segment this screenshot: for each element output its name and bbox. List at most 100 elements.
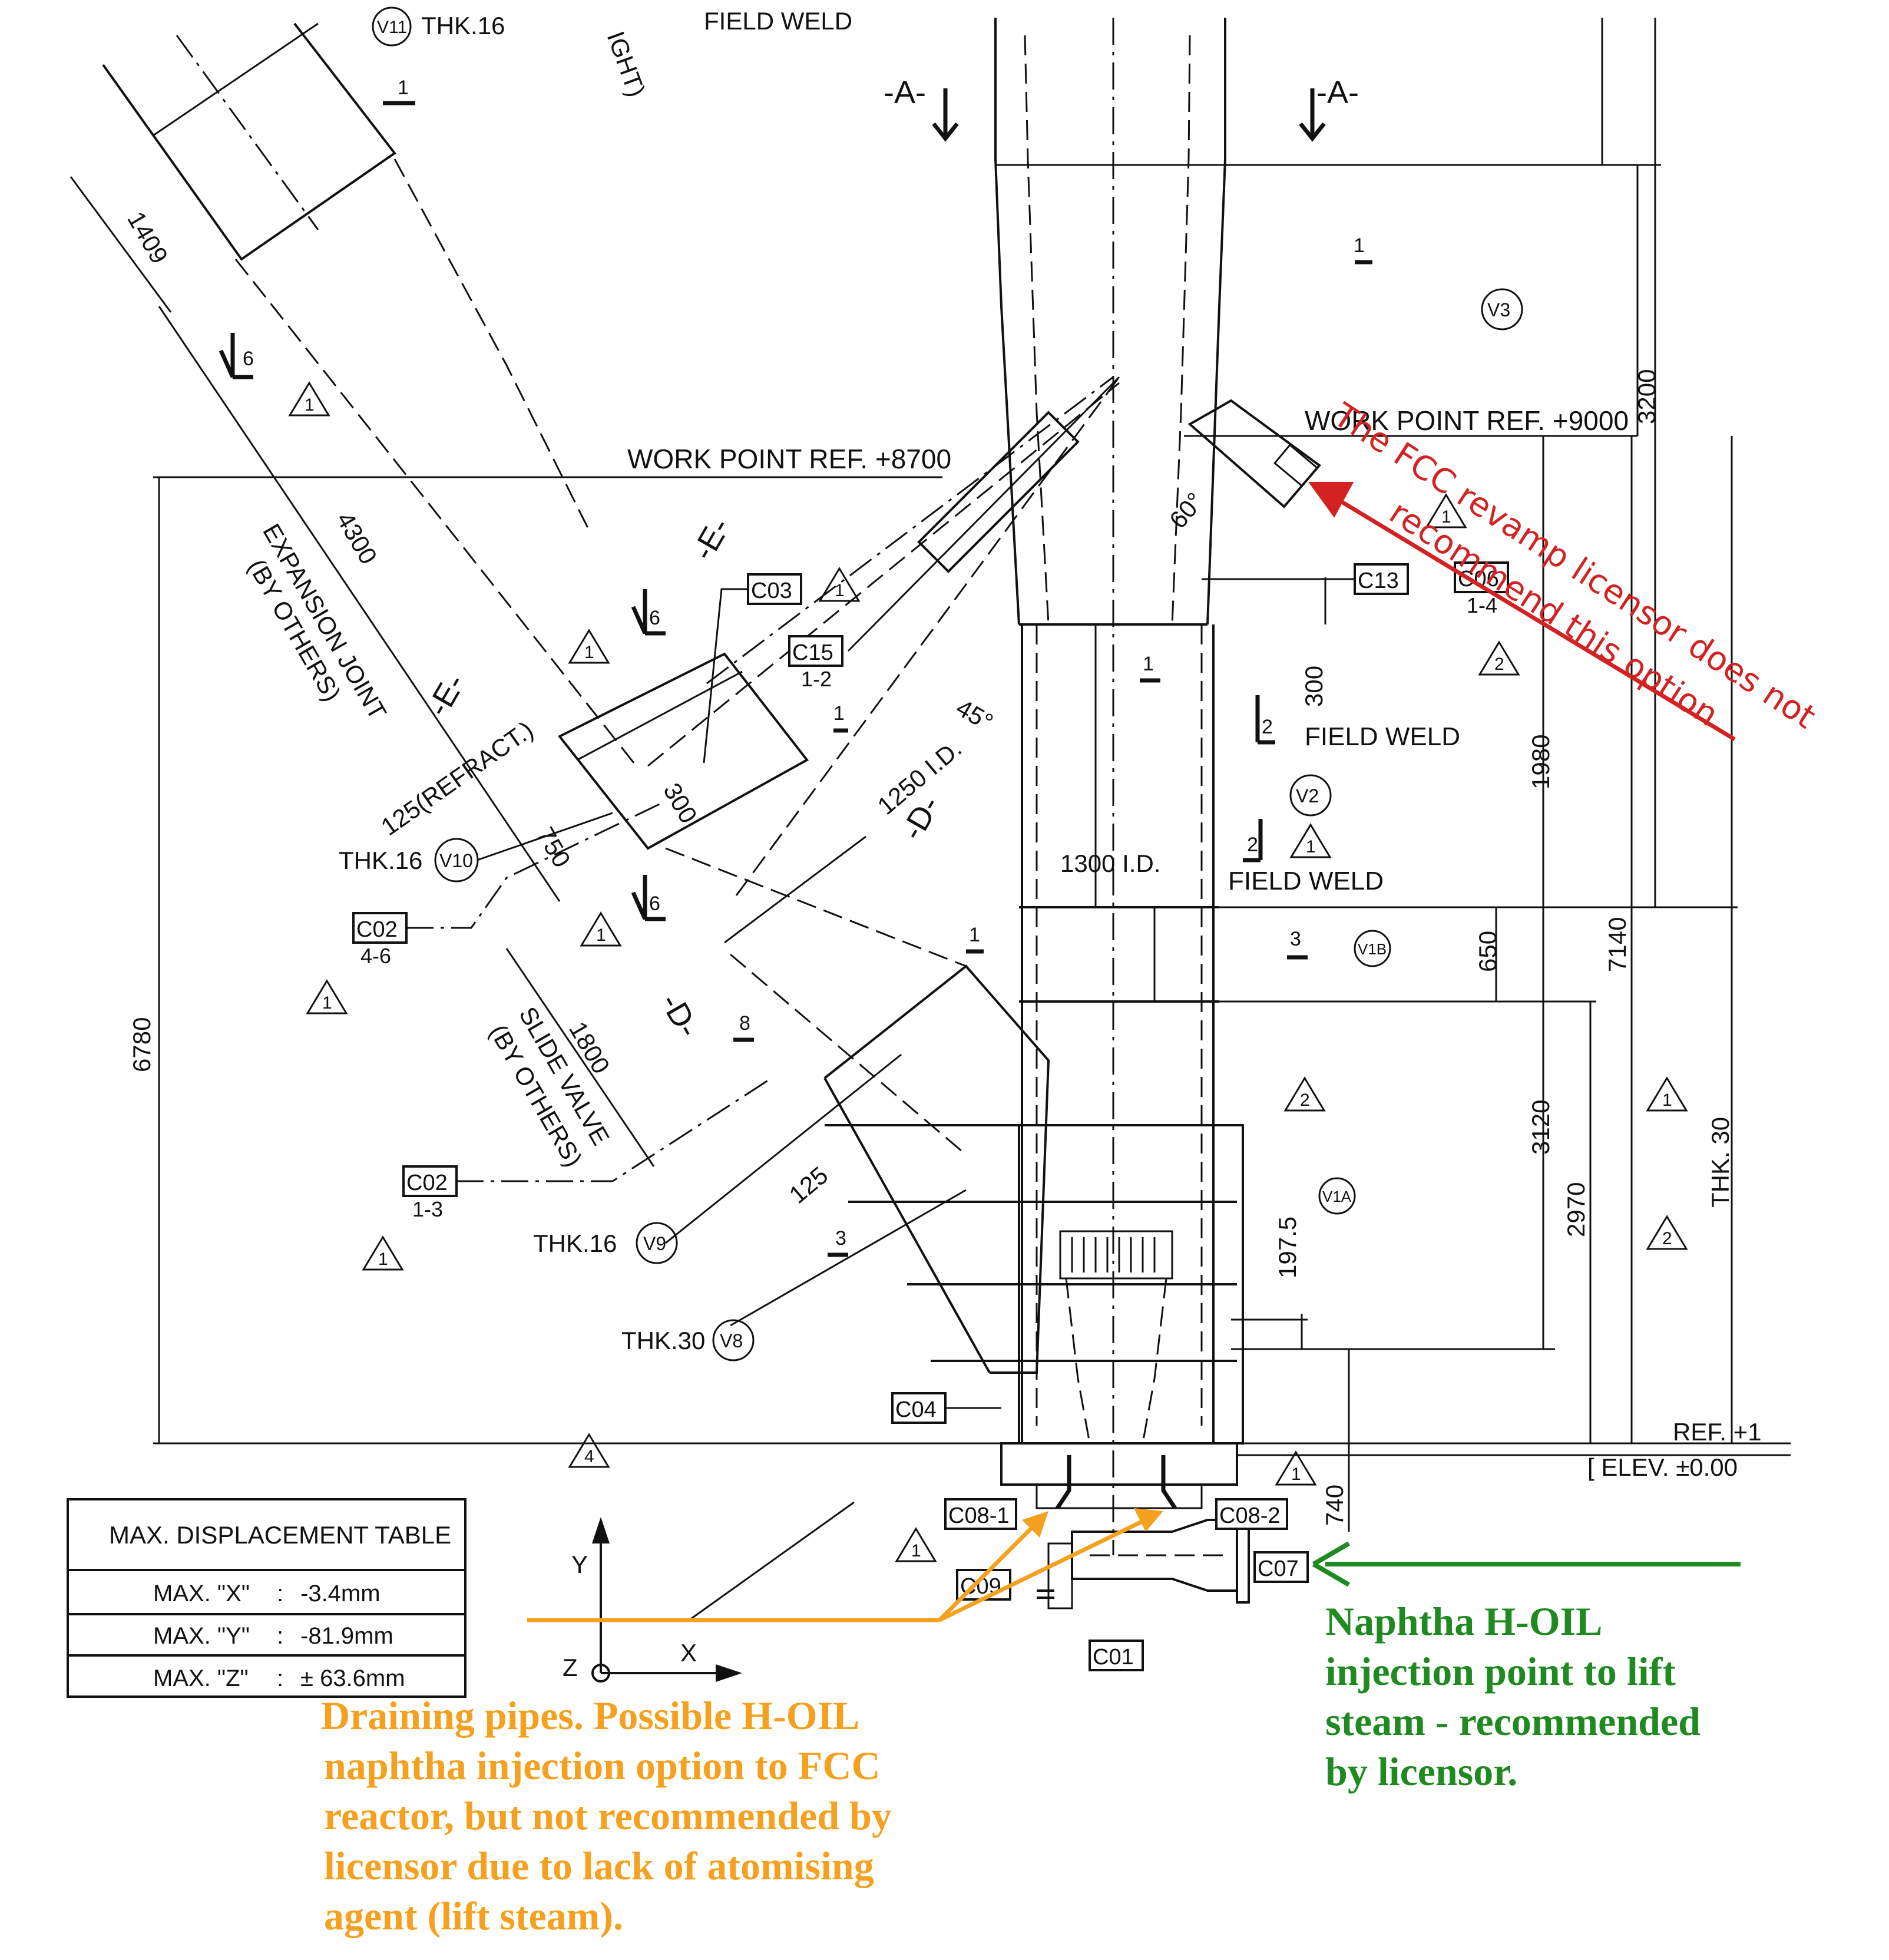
orange-note-line-2: naphtha injection option to FCC: [324, 1743, 881, 1788]
rev-triangle-3: 1: [818, 567, 861, 602]
tag-v9: V9: [643, 1233, 666, 1254]
row-y-sep: :: [277, 1623, 283, 1649]
svg-text:1: 1: [1306, 837, 1316, 857]
tag-c02b-sub: 1-3: [412, 1197, 443, 1221]
dim-4300: 4300: [331, 507, 382, 569]
tag-c15-sub: 1-2: [801, 667, 832, 691]
dim-6780: 6780: [128, 1017, 156, 1072]
section-e-top: -E-: [685, 512, 737, 566]
svg-text:1: 1: [596, 926, 606, 945]
work-point-8700: WORK POINT REF. +8700: [627, 444, 951, 474]
platform-lines: [825, 1124, 1237, 1362]
rev-triangle-5: 1: [306, 979, 348, 1014]
dim-650: 650: [1474, 931, 1501, 972]
dimension-lines: [70, 18, 1791, 1532]
weld-flag-3a: 3: [1290, 928, 1301, 950]
thk16-top: THK.16: [421, 12, 505, 39]
tag-c02a-sub: 4-6: [360, 944, 391, 968]
field-weld-1: FIELD WELD: [1305, 722, 1460, 751]
svg-text:1: 1: [1291, 1465, 1301, 1484]
rev-triangle-8: 1: [1646, 1076, 1688, 1112]
weld-flag-1a: 1: [398, 77, 409, 99]
svg-text:1: 1: [911, 1541, 921, 1561]
svg-text:1: 1: [322, 993, 332, 1013]
green-note-line-4: by licensor.: [1325, 1749, 1517, 1794]
row-z-sep: :: [277, 1665, 283, 1691]
orange-note-line-4: licensor due to lack of atomising: [324, 1843, 874, 1888]
weld-flag-3b: 3: [835, 1227, 846, 1250]
weld-flag-8: 8: [739, 1012, 750, 1034]
svg-text:2: 2: [1300, 1090, 1310, 1110]
svg-text:1: 1: [378, 1250, 388, 1269]
row-z-value: ± 63.6mm: [300, 1665, 405, 1691]
dim-7140: 7140: [1603, 917, 1631, 972]
dim-3120: 3120: [1527, 1100, 1554, 1155]
inclined-nozzles: [917, 399, 1321, 573]
row-y-axis: MAX. "Y": [153, 1623, 250, 1649]
rev-triangle-4: 1: [580, 911, 622, 947]
section-a-left: -A-: [884, 75, 926, 110]
rev-triangle-2: 1: [568, 629, 610, 664]
thk30-right: THK. 30: [1706, 1117, 1734, 1208]
angle-60: 60°: [1164, 487, 1209, 534]
dim-125: 125: [784, 1161, 833, 1209]
rev-triangle-9: 1: [1275, 1450, 1317, 1486]
displacement-table: MAX. DISPLACEMENT TABLE MAX. "X" : -3.4m…: [67, 1498, 467, 1698]
tag-c15: C15: [792, 640, 833, 665]
weld-flag-6c: 6: [649, 893, 660, 915]
tag-c03: C03: [751, 579, 792, 603]
section-d-left: -D-: [654, 987, 706, 1043]
svg-text:2: 2: [1494, 655, 1504, 674]
tag-c08-1: C08-1: [948, 1503, 1010, 1528]
tag-c06-sub: 1-4: [1467, 593, 1497, 617]
dim-2970: 2970: [1562, 1182, 1590, 1237]
green-note-line-1: Naphtha H-OIL: [1325, 1599, 1602, 1644]
tag-v3: V3: [1487, 299, 1510, 320]
section-a-right: -A-: [1316, 75, 1359, 110]
weld-flag-6a: 6: [243, 348, 254, 370]
rev-triangle-11: 1: [1425, 493, 1467, 528]
svg-text:1: 1: [1441, 507, 1451, 527]
tag-v10: V10: [439, 850, 473, 871]
revision-triangles: 1 1 1 1 1 1 1 1 1 1 1 2 2 2 4: [288, 381, 1688, 1562]
tag-c04: C04: [895, 1397, 937, 1422]
rev-triangle-10: 1: [895, 1527, 937, 1562]
rev-triangle-14: 2: [1283, 1076, 1326, 1112]
dim-125-refract: 125(REFRACT.): [376, 716, 538, 841]
section-e-mid: -E-: [420, 668, 472, 722]
weld-flags: 6 6 6 1 1 1 1 1 2 2 3 3 8: [219, 77, 1372, 1257]
angle-45: 45°: [952, 693, 998, 736]
riser: [994, 18, 1250, 1609]
green-note-line-2: injection point to lift: [1325, 1649, 1676, 1694]
tag-v1a: V1A: [1322, 1188, 1352, 1205]
weight-fragment: IGHT): [602, 28, 651, 100]
weld-flag-1b: 1: [1354, 234, 1365, 257]
svg-text:4: 4: [584, 1447, 594, 1466]
tag-v11: V11: [377, 18, 407, 37]
leader-lines: [406, 376, 1355, 1621]
section-markers: -A- -A- -E- -E- -D- -D-: [420, 75, 1359, 1043]
axis-triad: Y X Z: [563, 1517, 742, 1683]
dim-1300-id: 1300 I.D.: [1060, 850, 1160, 877]
weld-flag-2a: 2: [1262, 716, 1273, 738]
tag-c13: C13: [1358, 569, 1399, 593]
tag-c02b: C02: [406, 1171, 448, 1195]
table-title: MAX. DISPLACEMENT TABLE: [109, 1521, 451, 1549]
dim-1409: 1409: [122, 207, 173, 268]
tag-c01: C01: [1093, 1645, 1134, 1670]
ref-elev-1: REF. +1: [1673, 1418, 1762, 1446]
weld-flag-6b: 6: [649, 607, 660, 629]
callout-labels: EXPANSION JOINT (BY OTHERS) SLIDE VALVE …: [243, 519, 1761, 1481]
standpipe: [102, 22, 1120, 1374]
rev-triangle-12: 2: [1478, 640, 1520, 676]
svg-text:2: 2: [1662, 1229, 1672, 1248]
thk16-v10: THK.16: [339, 847, 422, 874]
field-weld-2: FIELD WELD: [1228, 867, 1384, 895]
tag-c02a: C02: [356, 917, 398, 942]
field-weld-top: FIELD WELD: [704, 7, 852, 35]
tag-v8: V8: [720, 1330, 743, 1351]
row-y-value: -81.9mm: [300, 1623, 393, 1649]
tag-c07: C07: [1258, 1556, 1299, 1581]
rev-triangle-6: 1: [362, 1235, 404, 1271]
